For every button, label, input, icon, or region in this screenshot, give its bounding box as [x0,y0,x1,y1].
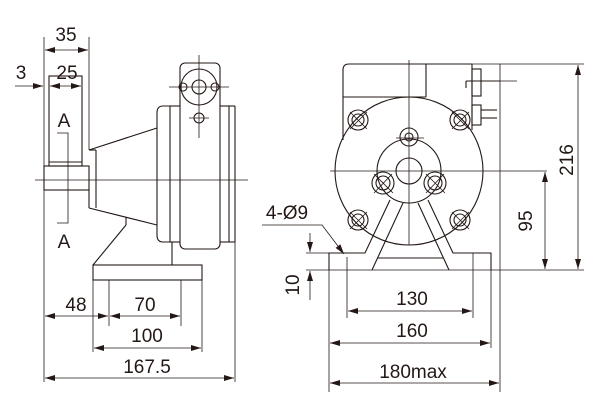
dim-25: 25 [56,63,77,84]
dim-70: 70 [134,295,155,316]
side-extension-lines [43,37,236,382]
hole-spec-label: 4-Ø9 [266,203,308,224]
dim-3: 3 [16,63,27,84]
side-view: A A 35 3 25 48 70 100 167.5 [15,25,248,382]
dim-35: 35 [55,25,76,46]
dim-95: 95 [516,210,537,231]
side-dimensions: 35 3 25 48 70 100 167.5 [15,25,234,381]
front-dimensions: 4-Ø9 10 130 160 180max 95 216 [262,65,581,386]
dim-100: 100 [131,326,163,347]
section-label-top: A [58,111,71,132]
dim-216: 216 [557,144,578,176]
dim-48: 48 [65,295,86,316]
dim-180max: 180max [379,362,447,383]
dim-167-5: 167.5 [123,357,171,378]
front-view: 4-Ø9 10 130 160 180max 95 216 [262,60,584,392]
front-extension-lines [328,253,492,392]
section-label-bottom: A [58,232,71,253]
dim-10: 10 [283,274,304,295]
side-view-outline [35,55,248,281]
dim-160: 160 [396,321,428,342]
front-view-outline [306,60,584,392]
dim-130: 130 [396,289,428,310]
